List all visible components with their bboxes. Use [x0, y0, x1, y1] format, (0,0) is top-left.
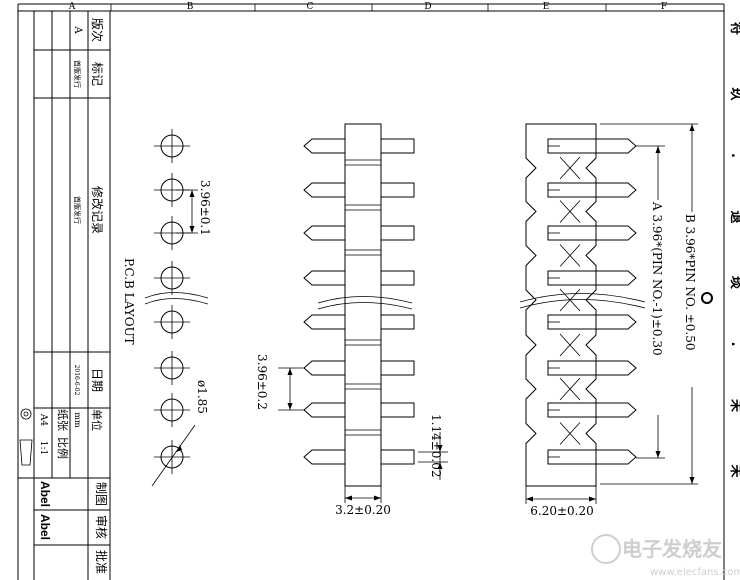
- front-pin-2: [547, 182, 637, 198]
- dimension-b: B 3.96*PIN NO. ±0.50: [600, 123, 700, 485]
- pcb-pitch-text: 3.96±0.1: [198, 180, 212, 236]
- body-width-text: 3.2±0.20: [335, 503, 391, 517]
- grid-col-b: B: [187, 2, 194, 12]
- scale-label: 比例: [56, 437, 70, 459]
- change-record-value: 首版发行: [73, 196, 82, 224]
- front-notch-2: [559, 200, 581, 223]
- dimension-a-text: A 3.96*(PIN NO.-1)±0.30: [650, 201, 664, 356]
- front-pin-5: [547, 314, 637, 330]
- grid-col-c: C: [307, 2, 314, 12]
- side-pitch-dimension: 3.96±0.2: [255, 354, 305, 411]
- pcb-hole-7: [154, 393, 190, 427]
- pcb-hole-6: [154, 351, 190, 385]
- pin-one-marker-icon: [701, 292, 713, 304]
- pcb-layout-title: P.C.B LAYOUT: [122, 258, 136, 345]
- pin-width-dimension: 1.14±0.02: [418, 414, 448, 480]
- side-pin-right-6: [380, 360, 415, 376]
- watermark-text: 电子发烧友: [622, 537, 722, 561]
- check-label: 审核: [94, 515, 109, 539]
- hole-diameter-text: ø1.85: [195, 380, 209, 414]
- paper-label: 纸张: [56, 409, 69, 431]
- grid-col-d: D: [424, 2, 431, 12]
- date-value: 2016-6-02: [73, 365, 80, 396]
- pcb-hole-column: [154, 129, 190, 474]
- grid-col-e: E: [543, 2, 550, 12]
- approve-label: 批准: [94, 550, 109, 574]
- side-pin-right-2: [380, 182, 415, 198]
- pcb-hole-5: [154, 305, 190, 339]
- grid-col-f: F: [661, 2, 667, 12]
- front-pin-1: [547, 138, 637, 154]
- drawn-value: Abel: [38, 481, 52, 507]
- dimension-a: A 3.96*(PIN NO.-1)±0.30: [636, 145, 666, 459]
- side-pin-left-4: [303, 270, 345, 286]
- side-pin-left-2: [303, 182, 345, 198]
- side-view: [303, 123, 415, 487]
- side-pin-right-8: [380, 449, 415, 465]
- right-border-text: 符 玖 . 退 琰 . 未 未: [728, 22, 740, 502]
- pcb-hole-1: [154, 129, 190, 163]
- side-pin-right-1: [380, 138, 415, 154]
- grid-col-a: A: [68, 2, 76, 12]
- pcb-pitch-dimension: 3.96±0.1: [176, 180, 212, 236]
- dimension-b-text: B 3.96*PIN NO. ±0.50: [683, 214, 697, 351]
- pcb-break: [144, 292, 209, 305]
- pcb-hole-4: [154, 261, 190, 295]
- side-view-body: [344, 123, 382, 487]
- paper-value: A4: [38, 413, 48, 426]
- front-notch-3: [559, 244, 581, 267]
- front-pin-7: [547, 402, 637, 418]
- change-record-label: 修改记录: [90, 186, 105, 234]
- projection-symbol-icon: [19, 408, 33, 466]
- side-pin-right-3: [380, 225, 415, 241]
- side-pin-left-1: [303, 138, 345, 154]
- front-pin-8: [547, 449, 637, 465]
- body-width-dimension: 3.2±0.20: [335, 486, 391, 517]
- side-pin-left-5: [303, 314, 345, 330]
- check-value: Abel: [38, 514, 52, 540]
- front-width-text: 6.20±0.20: [530, 504, 594, 518]
- front-notch-7: [559, 422, 581, 445]
- mark-label: 标记: [90, 62, 104, 86]
- front-view-break: [519, 293, 646, 309]
- watermark: 电子发烧友 www.elecfans.com: [591, 534, 740, 578]
- front-pin-6: [547, 360, 637, 376]
- watermark-url: www.elecfans.com: [650, 567, 740, 578]
- grid-column-markers: A B C D E F: [68, 2, 667, 12]
- side-pin-left-8: [303, 449, 345, 465]
- front-notch-1: [559, 156, 581, 180]
- front-pin-4: [547, 270, 637, 286]
- front-notch-6: [559, 377, 581, 401]
- front-width-dimension: 6.20±0.20: [525, 486, 597, 518]
- hole-diameter-dimension: ø1.85: [151, 380, 209, 487]
- side-pitch-text: 3.96±0.2: [255, 354, 269, 410]
- mark-value: 首版发行: [73, 60, 82, 88]
- side-pin-left-3: [303, 225, 345, 241]
- front-notch-5: [559, 333, 581, 357]
- signoff-block: 制图 审核 批准 Abel Abel: [38, 481, 109, 574]
- front-pin-3: [547, 225, 637, 241]
- revision-table: 版次 A 标记 首版发行 修改记录 首版发行 日期 2016-6-02 单位 m…: [18, 11, 111, 580]
- side-pin-right-5: [380, 314, 415, 330]
- version-label: 版次: [90, 18, 104, 42]
- side-pin-right-7: [380, 402, 415, 418]
- version-value: A: [72, 25, 83, 34]
- drawn-label: 制图: [94, 482, 108, 506]
- unit-value: mm: [73, 412, 82, 428]
- scale-value: 1:1: [38, 441, 48, 455]
- date-label: 日期: [90, 368, 104, 392]
- unit-label: 单位: [90, 409, 104, 431]
- pin-width-text: 1.14±0.02: [429, 414, 443, 478]
- side-pin-right-4: [380, 270, 415, 286]
- side-view-break: [317, 296, 413, 310]
